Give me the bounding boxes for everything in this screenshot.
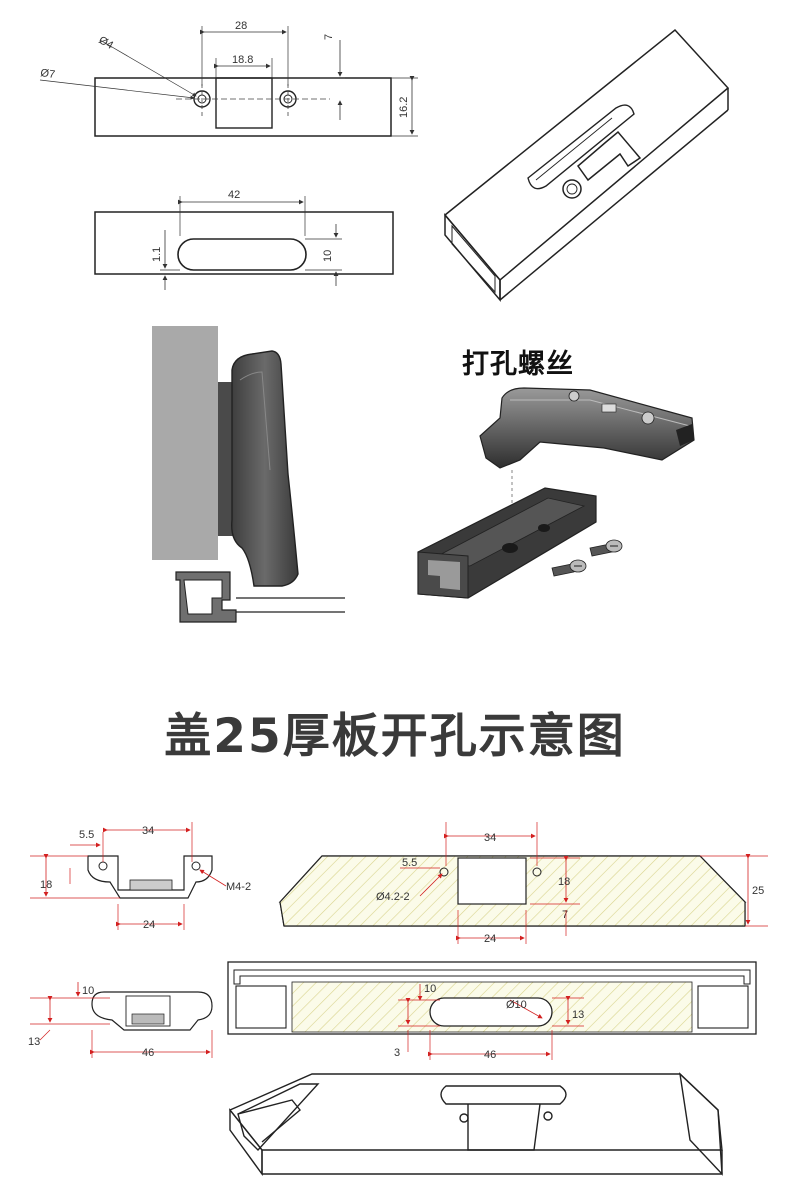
door-edge-section: 34 5.5 Ø4.2-2 18 7 25 24 (278, 822, 768, 945)
dim-d-phi10: Ø10 (506, 999, 527, 1011)
dim-16-2: 16.2 (398, 97, 410, 118)
slot-plate-view: 42 10 1.1 (94, 189, 394, 290)
dim-c46: 46 (142, 1047, 154, 1059)
dim-b4-2: Ø4.2-2 (376, 891, 410, 903)
dim-10: 10 (322, 250, 334, 262)
slot-cutout (429, 997, 553, 1027)
dim-b18: 18 (558, 876, 570, 888)
hinge-section-view (152, 326, 345, 623)
dim-d10: 10 (424, 983, 436, 995)
screw-lower (551, 559, 587, 577)
dim-1-1: 1.1 (151, 247, 163, 262)
dim-b34: 34 (484, 832, 496, 844)
dim-28: 28 (235, 20, 247, 32)
dim-d3: 3 (394, 1047, 400, 1059)
screw-upper (589, 539, 623, 557)
hinge-product-exploded-view (417, 387, 695, 599)
hinge-arm (479, 387, 695, 469)
cabinet-wall (152, 326, 218, 560)
dim-a34: 34 (142, 825, 154, 837)
dim-a18: 18 (40, 879, 52, 891)
dim-7: 7 (323, 34, 335, 40)
hinge-top-view: 10 13 46 (28, 982, 213, 1059)
top-plate-view: 28 18.8 Ø4 Ø7 7 16.2 (40, 20, 418, 137)
dim-m4-2: M4-2 (226, 881, 251, 893)
dim-a5-5: 5.5 (79, 829, 94, 841)
hinge-front-view: 34 5.5 18 24 M4-2 (30, 822, 251, 931)
dim-phi7: Ø7 (40, 67, 56, 81)
dim-b25: 25 (752, 885, 764, 897)
hinge-slot (177, 238, 307, 271)
dim-phi4: Ø4 (97, 34, 116, 52)
dim-b24: 24 (484, 933, 496, 945)
caption-drill-screw: 打孔螺丝 (462, 349, 574, 380)
dim-d13: 13 (572, 1009, 584, 1021)
dim-42: 42 (228, 189, 240, 201)
dim-b7: 7 (562, 909, 568, 921)
dim-c10: 10 (82, 985, 94, 997)
dim-b5-5: 5.5 (402, 857, 417, 869)
main-title: 盖25厚板开孔示意图 (164, 709, 626, 764)
isometric-tube (443, 28, 730, 303)
dim-d46: 46 (484, 1049, 496, 1061)
isometric-profile-bottom (228, 1072, 723, 1177)
dim-a24: 24 (143, 919, 155, 931)
dim-18-8: 18.8 (232, 54, 253, 66)
dim-c13: 13 (28, 1036, 40, 1048)
door-top-section: 10 3 Ø10 13 46 (227, 961, 757, 1061)
